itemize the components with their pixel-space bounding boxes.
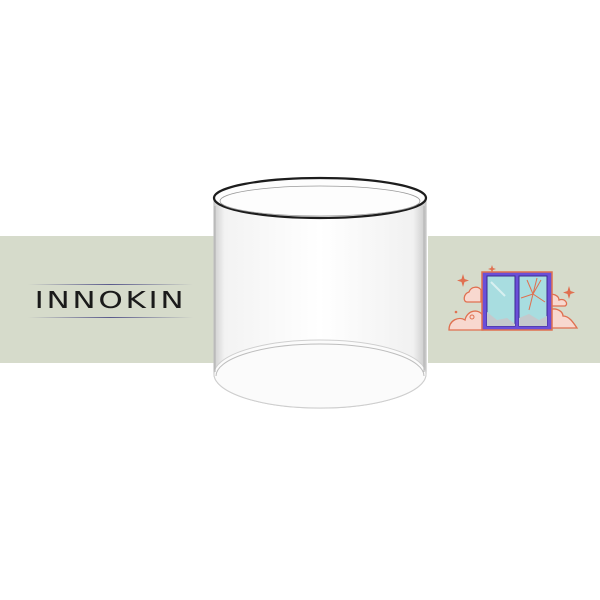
glass-tube-image [212,176,428,409]
brand-logo-text: INNOKIN [34,288,187,314]
brand-logo: INNOKIN [18,284,203,318]
logo-rule-top [28,284,193,285]
logo-rule-bottom [28,317,193,318]
broken-window-icon [448,265,579,331]
background-band-left [0,236,215,363]
